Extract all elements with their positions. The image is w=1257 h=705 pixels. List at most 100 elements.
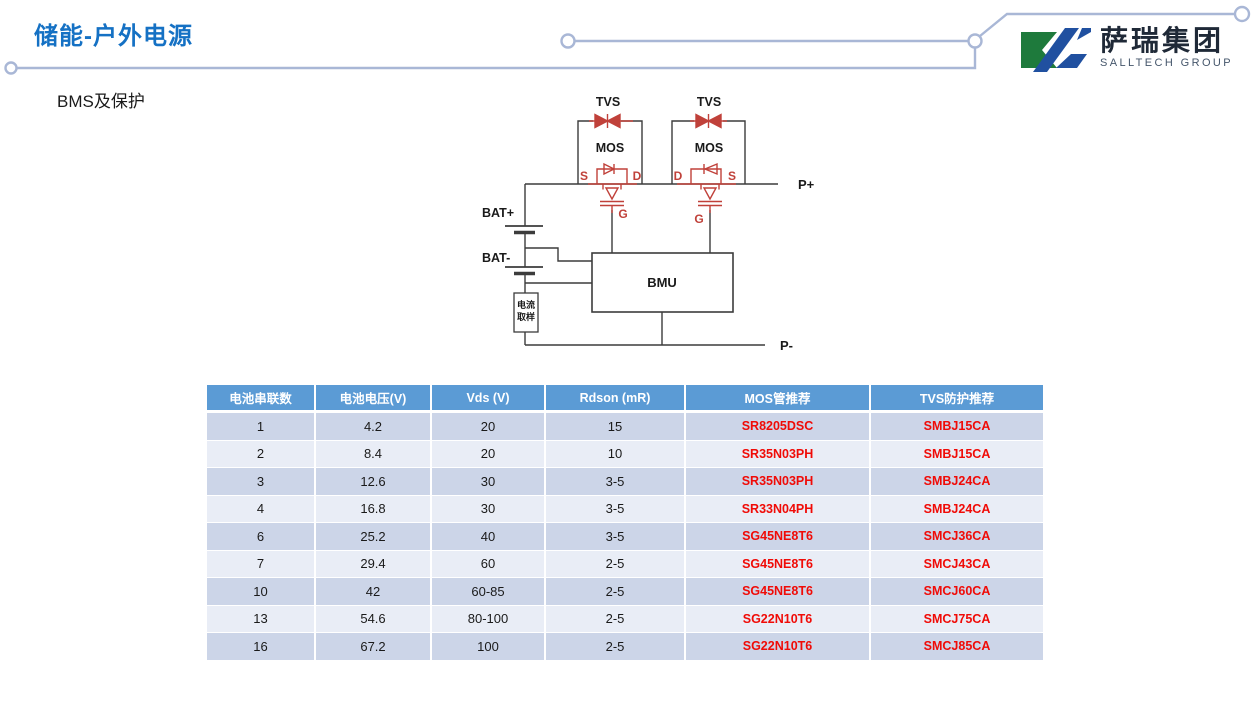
connector-dot (4, 61, 18, 75)
part-number-cell: SMCJ85CA (869, 632, 1043, 661)
value-cell: 3-5 (544, 467, 685, 496)
part-number-cell: SG45NE8T6 (684, 522, 870, 551)
column-header: TVS防护推荐 (869, 385, 1043, 413)
section-subtitle: BMS及保护 (57, 92, 145, 111)
column-header: 电池电压(V) (314, 385, 431, 413)
logo-mark-icon (1020, 28, 1091, 72)
logo-name-en: SALLTECH GROUP (1099, 57, 1233, 69)
company-logo: 萨瑞集团 SALLTECH GROUP (1020, 25, 1233, 74)
tvs-label: TVS (697, 95, 721, 109)
value-cell: 10 (544, 440, 685, 468)
value-cell: 16 (207, 632, 315, 661)
part-number-cell: SG45NE8T6 (684, 577, 870, 606)
current-sample-label: 电流 (517, 299, 535, 310)
connector-dot (560, 33, 576, 49)
part-number-cell: SG22N10T6 (684, 632, 870, 661)
logo-name-cn: 萨瑞集团 (1099, 25, 1224, 56)
mosfet-icon (588, 162, 637, 213)
current-sample-label: 取样 (517, 311, 535, 322)
value-cell: 25.2 (314, 522, 431, 551)
value-cell: 3-5 (544, 522, 685, 551)
value-cell: 40 (430, 522, 545, 551)
p-minus-label: P- (780, 338, 793, 353)
value-cell: 20 (430, 411, 545, 441)
part-number-cell: SR33N04PH (684, 495, 870, 523)
part-number-cell: SG45NE8T6 (684, 550, 870, 578)
p-plus-label: P+ (798, 177, 815, 192)
bms-circuit-diagram: 电流 取样 BMU (482, 95, 815, 353)
part-number-cell: SR35N03PH (684, 440, 870, 468)
column-header: Rdson (mR) (544, 385, 685, 413)
bmu-box: BMU (591, 252, 734, 313)
part-number-cell: SR8205DSC (684, 411, 870, 441)
page-title: 储能-户外电源 (34, 23, 193, 50)
part-number-cell: SG22N10T6 (684, 605, 870, 633)
part-number-cell: SMCJ60CA (869, 577, 1043, 606)
value-cell: 100 (430, 632, 545, 661)
bat-minus-label: BAT- (482, 251, 510, 265)
value-cell: 6 (207, 522, 315, 551)
value-cell: 10 (207, 577, 315, 606)
column-header: MOS管推荐 (684, 385, 870, 413)
part-number-cell: SMCJ75CA (869, 605, 1043, 633)
drain-label: D (674, 169, 683, 183)
gate-label: G (694, 212, 703, 226)
value-cell: 2 (207, 440, 315, 468)
value-cell: 80-100 (430, 605, 545, 633)
value-cell: 3-5 (544, 495, 685, 523)
value-cell: 12.6 (314, 467, 431, 496)
value-cell: 30 (430, 495, 545, 523)
value-cell: 30 (430, 467, 545, 496)
mos-label: MOS (596, 141, 624, 155)
value-cell: 8.4 (314, 440, 431, 468)
part-number-cell: SMBJ15CA (869, 411, 1043, 441)
part-number-cell: SMCJ36CA (869, 522, 1043, 551)
value-cell: 20 (430, 440, 545, 468)
value-cell: 29.4 (314, 550, 431, 578)
value-cell: 2-5 (544, 605, 685, 633)
mos-label: MOS (695, 141, 723, 155)
column-header: 电池串联数 (207, 385, 315, 413)
value-cell: 2-5 (544, 632, 685, 661)
part-number-cell: SMBJ24CA (869, 467, 1043, 496)
bmu-label: BMU (647, 275, 677, 290)
value-cell: 60 (430, 550, 545, 578)
mosfet-icon (677, 162, 736, 213)
source-label: S (580, 169, 588, 183)
connector-dot (1233, 5, 1251, 23)
battery-icon (505, 225, 543, 276)
value-cell: 7 (207, 550, 315, 578)
value-cell: 13 (207, 605, 315, 633)
value-cell: 15 (544, 411, 685, 441)
part-number-cell: SMBJ15CA (869, 440, 1043, 468)
column-header: Vds (V) (430, 385, 545, 413)
tvs-label: TVS (596, 95, 620, 109)
part-number-cell: SMBJ24CA (869, 495, 1043, 523)
value-cell: 54.6 (314, 605, 431, 633)
drain-label: D (633, 169, 642, 183)
current-sample-box: 电流 取样 (513, 292, 539, 333)
tvs-diode-icon (589, 113, 633, 129)
part-number-cell: SR35N03PH (684, 467, 870, 496)
value-cell: 1 (207, 411, 315, 441)
value-cell: 60-85 (430, 577, 545, 606)
connector-dot (967, 33, 983, 49)
value-cell: 2-5 (544, 550, 685, 578)
source-label: S (728, 169, 736, 183)
bat-plus-label: BAT+ (482, 206, 514, 220)
value-cell: 16.8 (314, 495, 431, 523)
value-cell: 42 (314, 577, 431, 606)
